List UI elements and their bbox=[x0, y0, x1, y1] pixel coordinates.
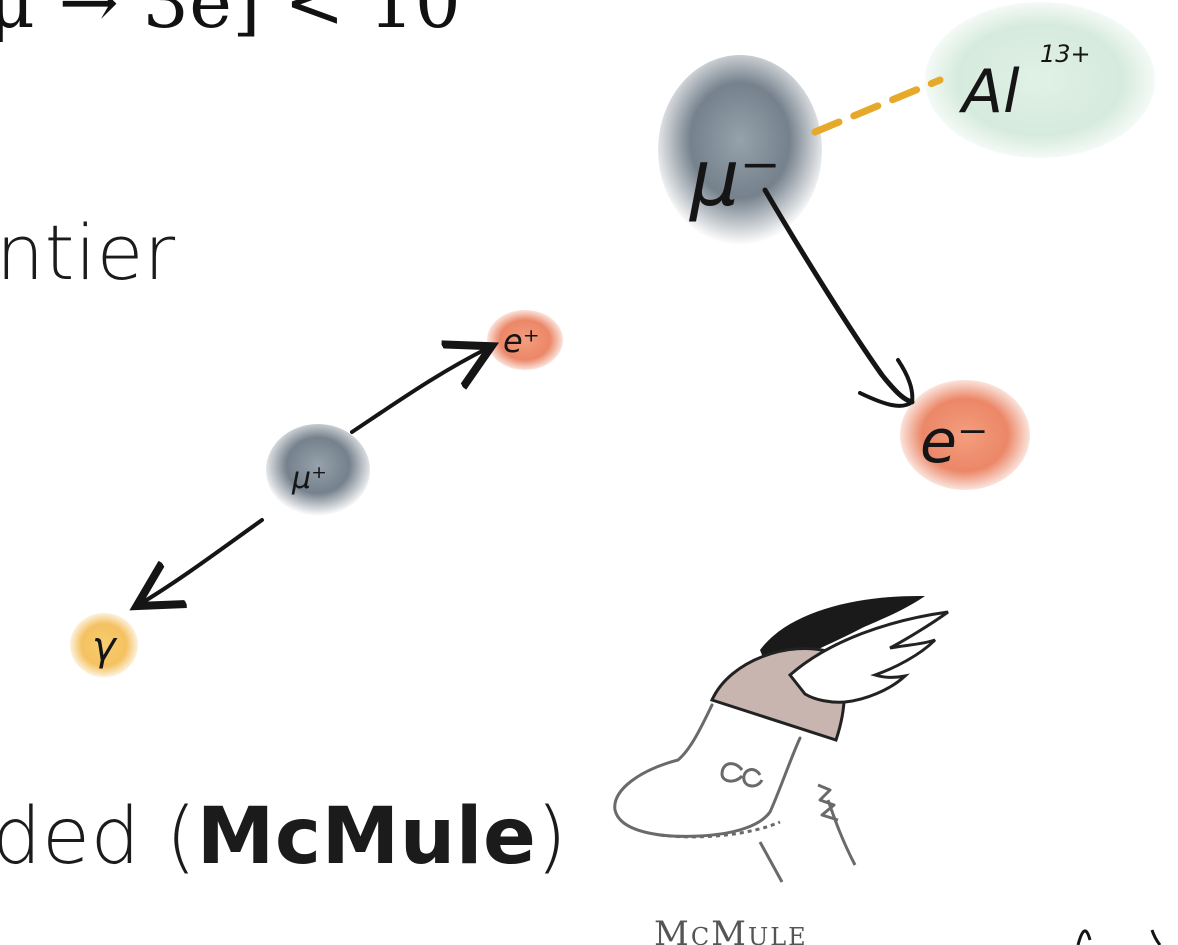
mcmule-bullet-line: ded (McMule) bbox=[0, 792, 567, 882]
decay-arrow-head bbox=[858, 358, 915, 408]
handwriting-fragment-2 bbox=[1150, 929, 1162, 945]
muon-conversion-diagram: μ⁻ Al 13+ e⁻ bbox=[658, 2, 1155, 490]
mascot-ear bbox=[817, 783, 839, 822]
photon-blob bbox=[70, 613, 138, 677]
formula-fragment: μ → 3e] < 10 bbox=[0, 0, 462, 44]
mcmule-logo-caption: McMule bbox=[654, 914, 808, 945]
decay-arrow-shaft bbox=[762, 187, 915, 405]
photon-arrow bbox=[140, 518, 264, 604]
positron-label: e⁺ bbox=[503, 322, 540, 360]
electron-label: e⁻ bbox=[920, 407, 989, 477]
mascot-eye-left bbox=[720, 762, 744, 783]
muon-plus-label: μ⁺ bbox=[291, 461, 327, 496]
positron-arrow bbox=[350, 348, 488, 434]
nucleus-charge-label: 13+ bbox=[1040, 40, 1091, 68]
mcmule-prefix: ded ( bbox=[0, 792, 197, 882]
muon-minus-blob bbox=[658, 55, 822, 245]
positron-blob bbox=[487, 310, 563, 370]
mascot-neck-right bbox=[826, 799, 857, 866]
muon-decay-diagram: μ⁺ e⁺ γ bbox=[70, 310, 563, 677]
mcmule-mascot bbox=[613, 595, 949, 883]
interaction-dashed-line bbox=[811, 76, 944, 136]
mcmule-suffix: ) bbox=[536, 792, 568, 882]
mascot-wing-icon bbox=[787, 610, 949, 704]
mascot-eye-right bbox=[742, 768, 764, 788]
muon-plus-blob bbox=[266, 424, 370, 516]
nucleus-label: Al bbox=[958, 57, 1020, 127]
mascot-neck-left bbox=[758, 841, 784, 883]
mascot-face-outline bbox=[613, 703, 802, 838]
photon-label: γ bbox=[92, 624, 118, 670]
frontier-text-fragment: ntier bbox=[0, 208, 176, 297]
mcmule-bold-name: McMule bbox=[196, 792, 537, 882]
handwriting-fragment bbox=[1076, 929, 1092, 945]
aluminum-nucleus-blob bbox=[925, 2, 1155, 158]
muon-minus-label: μ⁻ bbox=[688, 134, 781, 224]
electron-blob bbox=[900, 380, 1030, 490]
